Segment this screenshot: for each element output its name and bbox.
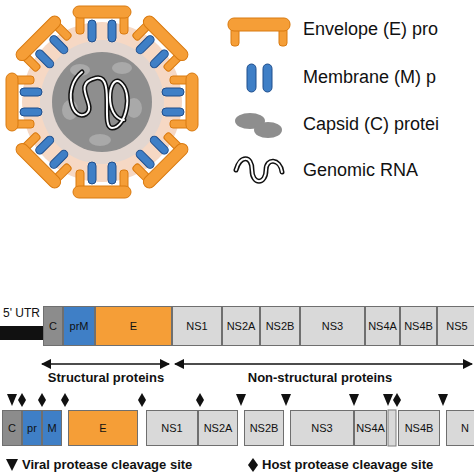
membrane-icon xyxy=(247,64,272,92)
ns-gene-box: NS2B xyxy=(260,306,300,346)
legend-entry: Envelope (E) pro xyxy=(303,19,438,40)
lipid-membrane xyxy=(22,22,182,182)
host-cleavage-markers xyxy=(18,393,401,407)
protein-name: NS4B xyxy=(404,320,433,332)
protein-name: NS2A xyxy=(227,320,256,332)
viral-cleavage-symbol xyxy=(6,459,18,471)
protein-name: E xyxy=(99,422,106,434)
legend-text: Genomic RNA xyxy=(303,160,418,181)
genomic-rna xyxy=(71,72,128,128)
protein-name: C xyxy=(49,320,57,332)
ns-protein-box: NS1 xyxy=(146,410,198,446)
legend-text: Membrane (M) p xyxy=(303,67,436,88)
legend-text: Host protease cleavage site xyxy=(262,457,433,472)
legend-text: Envelope (E) pro xyxy=(303,19,438,40)
span-label: Non-structural proteins xyxy=(210,370,430,385)
structural-span-arrow xyxy=(42,363,169,365)
legend-text: Viral protease cleavage site xyxy=(22,457,192,472)
inner-leaflet xyxy=(40,40,164,164)
nonstructural-span-arrow xyxy=(175,363,472,365)
envelope-dimer xyxy=(124,124,190,190)
envelope-icon xyxy=(228,18,290,46)
pr-peptide-box: pr xyxy=(22,410,42,446)
envelope-dimer xyxy=(73,162,131,198)
2k-peptide-box xyxy=(388,410,396,446)
protein-name: C xyxy=(8,422,16,434)
protein-name: NS3 xyxy=(311,422,332,434)
envelope-protein-box: E xyxy=(68,410,138,446)
ns-gene-box: NS5 xyxy=(437,306,474,346)
protein-name: NS4A xyxy=(356,422,385,434)
capsid-gene-box: C xyxy=(43,306,63,346)
protein-name: NS1 xyxy=(161,422,182,434)
protein-name: NS1 xyxy=(186,320,207,332)
rna-icon xyxy=(236,159,282,182)
legend-entry: Genomic RNA xyxy=(303,160,418,181)
ns-protein-box: NS4A xyxy=(354,410,387,446)
viral-cleavage-markers xyxy=(7,394,448,406)
ns-gene-box: NS3 xyxy=(300,306,365,346)
envelope-dimer xyxy=(6,73,42,131)
legend-entry: Membrane (M) p xyxy=(303,67,436,88)
utr-bar xyxy=(0,326,44,340)
ns-protein-box: NS2B xyxy=(244,410,284,446)
ns-protein-box: N xyxy=(446,410,474,446)
ns-gene-box: NS4A xyxy=(365,306,400,346)
protein-name: NS3 xyxy=(322,320,343,332)
envelope-dimer xyxy=(73,6,131,42)
capsid-protein-box: C xyxy=(2,410,22,446)
ns-protein-box: NS2A xyxy=(198,410,238,446)
utr-label: 5' UTR xyxy=(3,306,63,320)
span-label: Structural proteins xyxy=(30,370,182,385)
prm-gene-box: prM xyxy=(63,306,95,346)
protein-name: pr xyxy=(27,422,37,434)
protein-name: N xyxy=(461,422,469,434)
protein-name: NS5 xyxy=(446,320,467,332)
protein-name: prM xyxy=(70,320,89,332)
legend-text: Capsid (C) protei xyxy=(303,114,439,135)
protein-name: NS2B xyxy=(266,320,295,332)
envelope-dimer xyxy=(162,73,198,131)
envelope-dimer xyxy=(14,124,80,190)
capsid-blobs xyxy=(62,62,142,146)
nucleocapsid xyxy=(52,52,152,152)
membrane-protein-box: M xyxy=(42,410,62,446)
protein-name: NS4B xyxy=(405,422,434,434)
ns-gene-box: NS4B xyxy=(400,306,437,346)
envelope-dimer xyxy=(124,14,190,80)
envelope-gene-box: E xyxy=(95,306,172,346)
ns-protein-box: NS3 xyxy=(290,410,354,446)
legend-entry: Viral protease cleavage site xyxy=(22,457,192,472)
protein-name: NS2A xyxy=(204,422,233,434)
protein-name: E xyxy=(130,320,137,332)
protein-name: NS4A xyxy=(368,320,397,332)
protein-name: NS2B xyxy=(250,422,279,434)
ns-protein-box: NS4B xyxy=(398,410,440,446)
ns-gene-box: NS2A xyxy=(222,306,260,346)
ns-gene-box: NS1 xyxy=(172,306,222,346)
protein-name: M xyxy=(47,422,56,434)
envelope-dimer xyxy=(14,14,80,80)
capsid-icon xyxy=(235,113,282,138)
legend-entry: Host protease cleavage site xyxy=(262,457,433,472)
host-cleavage-symbol xyxy=(248,458,258,472)
legend-entry: Capsid (C) protei xyxy=(303,114,439,135)
